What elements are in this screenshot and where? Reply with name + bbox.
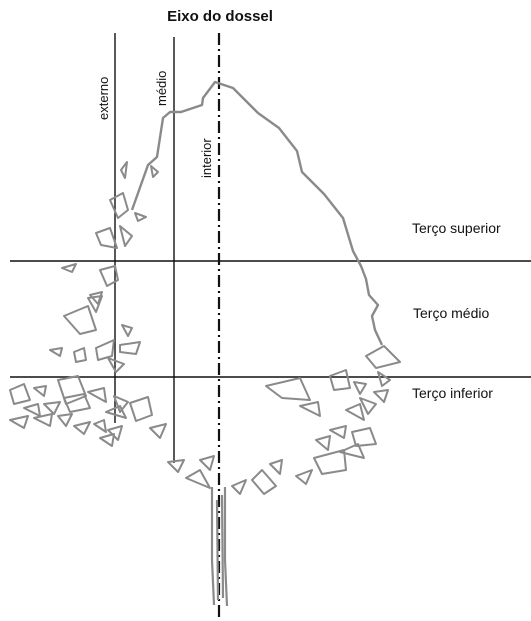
external-zone-label: externo [96, 76, 111, 120]
canopy-axis-title: Eixo do dossel [167, 8, 273, 25]
canopy-outline [130, 80, 384, 346]
middle-zone-label: médio [154, 70, 169, 106]
foliage-fragments [9, 161, 401, 495]
interior-zone-label: interior [199, 138, 214, 178]
middle-third-label: Terço médio [413, 305, 490, 321]
lower-third-label: Terço inferior [412, 385, 493, 401]
upper-third-label: Terço superior [412, 220, 501, 236]
tree-trunk [210, 487, 229, 607]
